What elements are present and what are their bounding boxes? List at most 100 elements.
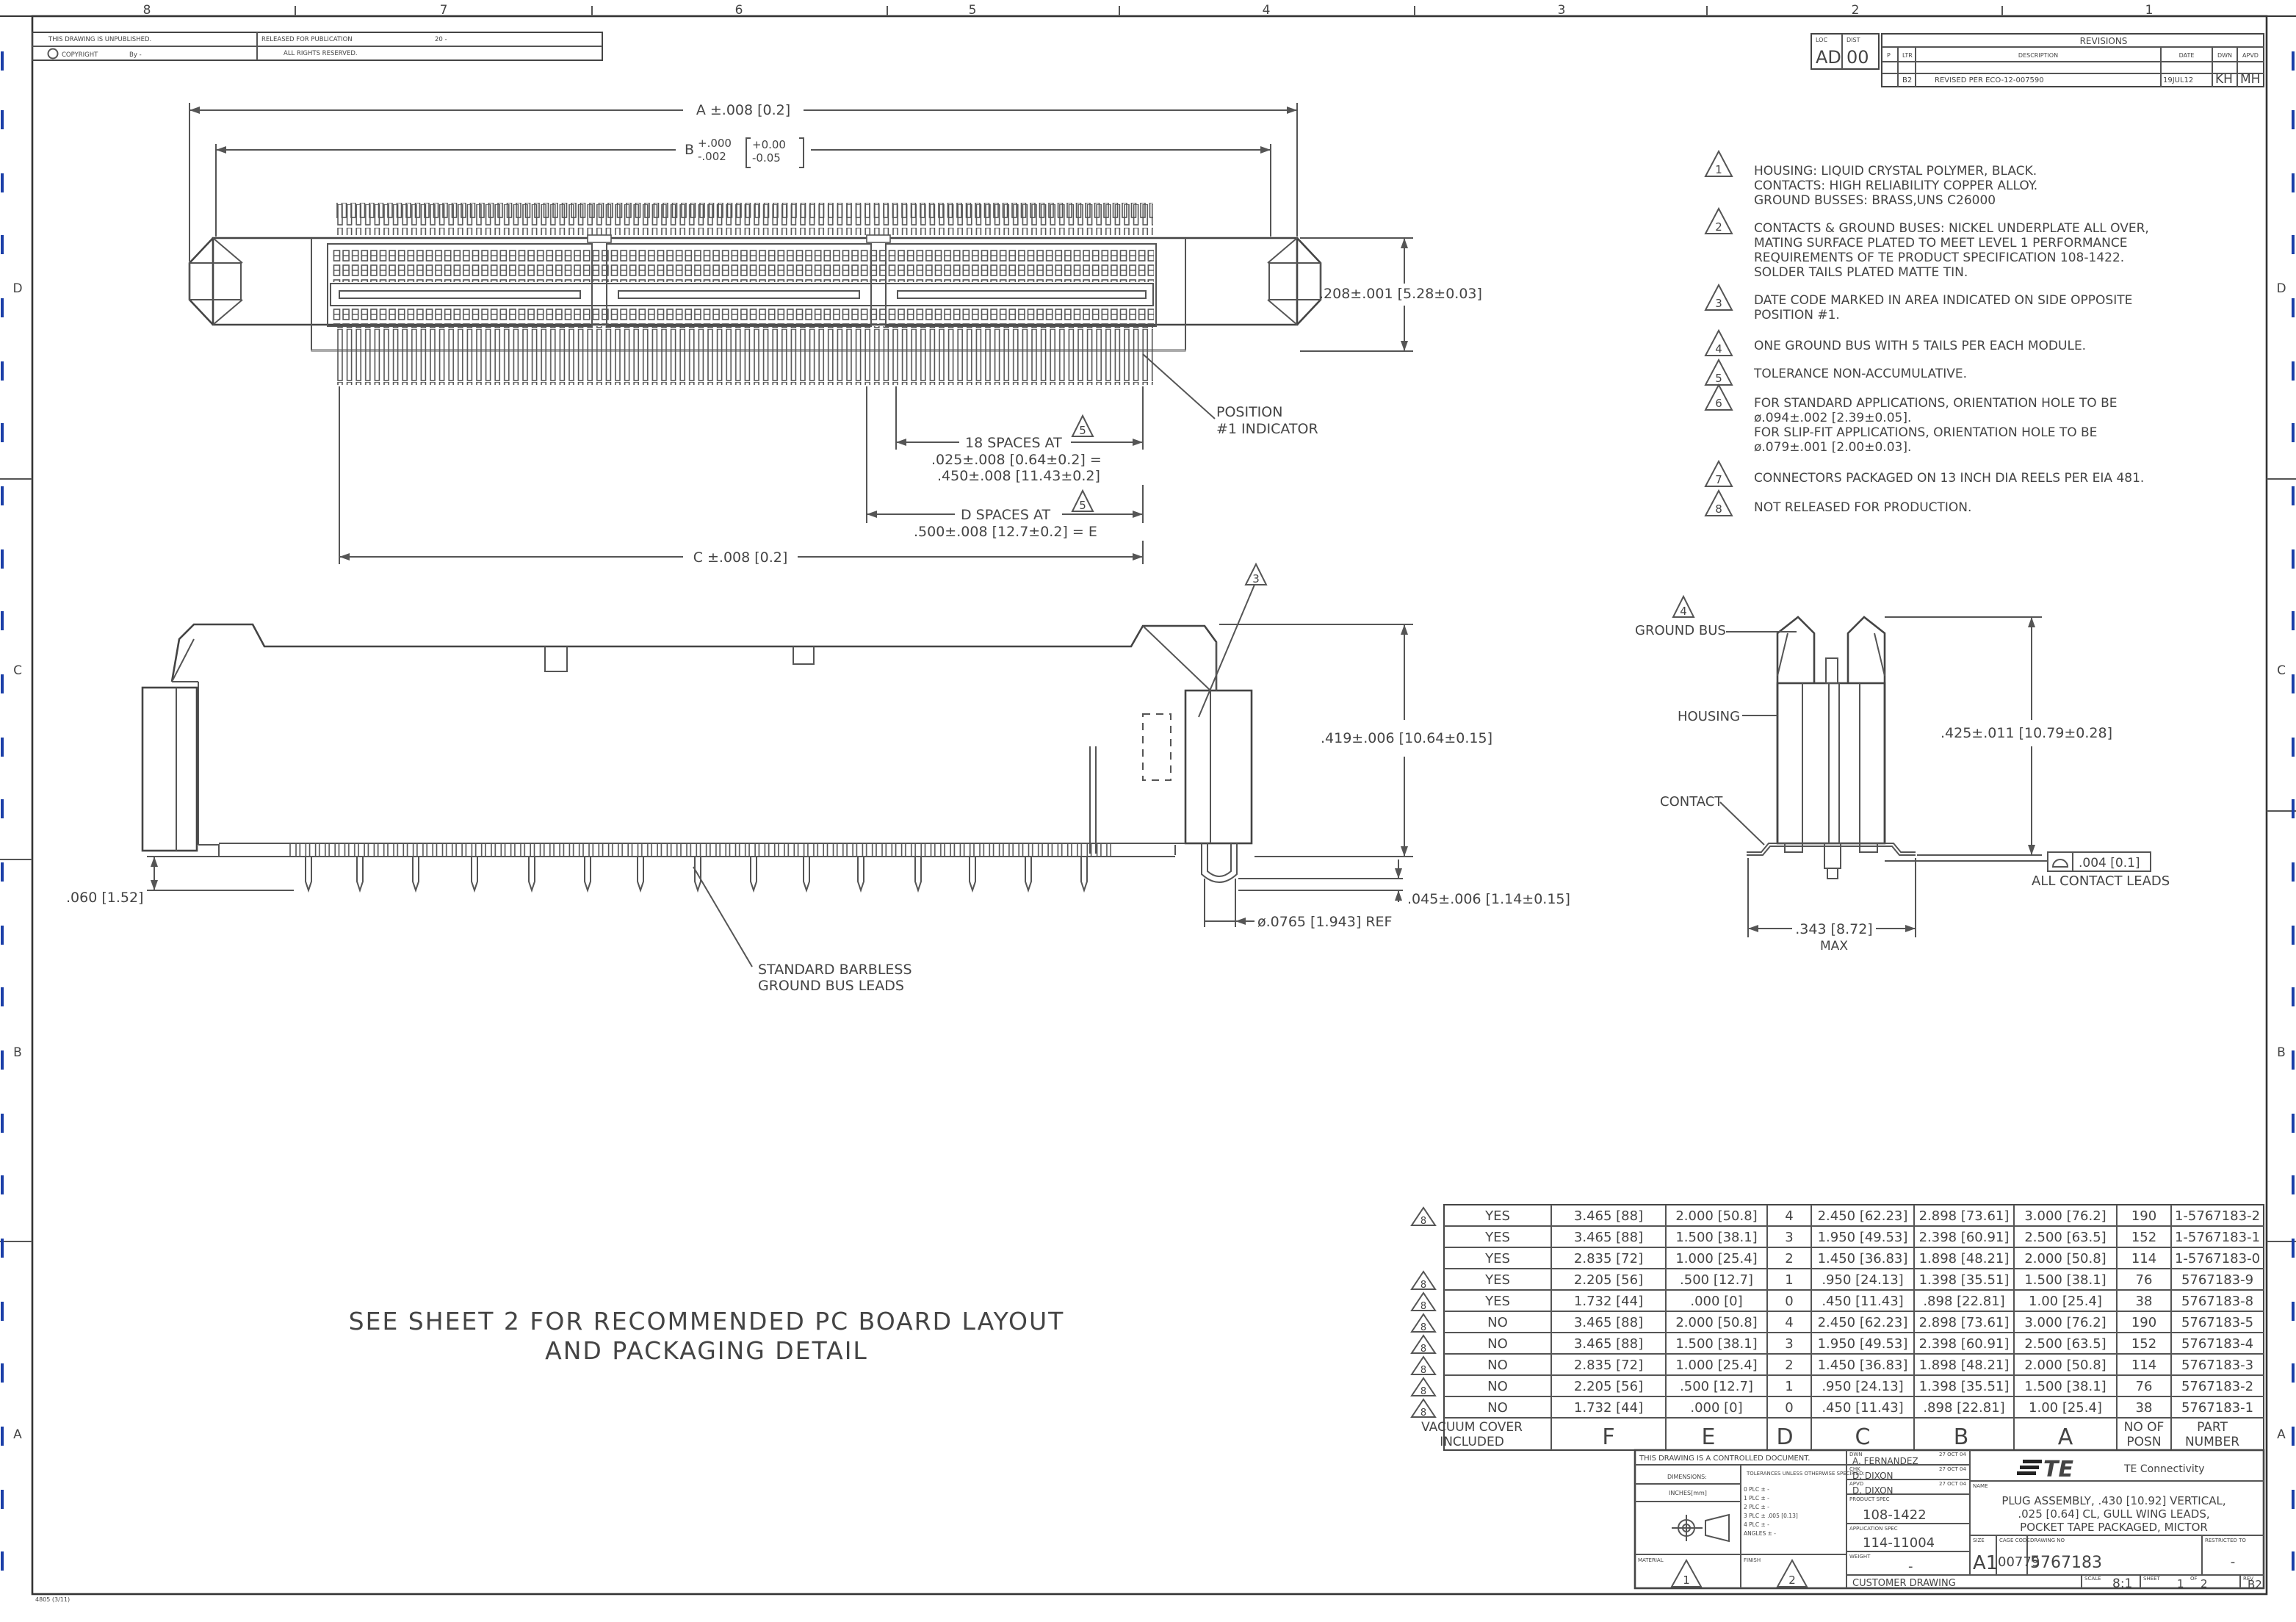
- notes-block: 1 HOUSING: LIQUID CRYSTAL POLYMER, BLACK…: [1704, 149, 2149, 516]
- table-cell-d: 3: [1785, 1230, 1793, 1245]
- top-view-dimensions: A ±.008 [0.2] B +.000 -.002 +0.00 -0.05 …: [189, 102, 1482, 566]
- spaces-18-label: 18 SPACES AT: [965, 435, 1062, 451]
- dim-lead-offset: .060 [1.52]: [66, 890, 143, 906]
- dim-lead-045: .045±.006 [1.14±0.15]: [1407, 891, 1570, 907]
- table-cell-posn: 114: [2131, 1358, 2156, 1373]
- bottom-pin-row: [336, 326, 1153, 385]
- sheet-border: [0, 6, 2296, 1596]
- table-cell-a: 3.000 [76.2]: [2024, 1208, 2106, 1224]
- side-view: [141, 623, 1253, 893]
- dwn-label: DWN: [1849, 1452, 1863, 1457]
- rev-apvd: MH: [2240, 72, 2260, 87]
- label-contact: CONTACT: [1660, 794, 1723, 810]
- table-cell-pn: 1-5767183-1: [2175, 1230, 2260, 1245]
- table-cell-posn: 38: [2136, 1400, 2153, 1416]
- tolerances-label: TOLERANCES UNLESS OTHERWISE SPECIFIED:: [1746, 1471, 1865, 1477]
- row-flag-8: 8: [1410, 1334, 1437, 1355]
- tol-line-2: 1 PLC ± -: [1744, 1495, 1769, 1502]
- scale-label: SCALE: [2084, 1576, 2101, 1582]
- restricted-value: -: [2231, 1554, 2236, 1570]
- dim-peg: ø.0765 [1.943] REF: [1257, 914, 1392, 930]
- chk-name: D. DIXON: [1852, 1471, 1894, 1481]
- zone-row-a-left: A: [13, 1427, 22, 1442]
- hdr-c: C: [1855, 1424, 1871, 1450]
- dimensions-label: DIMENSIONS:: [1667, 1474, 1707, 1480]
- svg-text:TOLERANCE NON-ACCUMULATIVE.: TOLERANCE NON-ACCUMULATIVE.: [1753, 367, 1967, 381]
- svg-text:GROUND BUSSES: BRASS,UNS C2600: GROUND BUSSES: BRASS,UNS C26000: [1754, 193, 1996, 208]
- svg-text:6: 6: [1715, 397, 1722, 410]
- hdr-e: E: [1702, 1424, 1716, 1450]
- dist-label: DIST: [1846, 37, 1860, 43]
- position-1-line2: #1 INDICATOR: [1216, 421, 1318, 437]
- svg-text:1: 1: [1715, 163, 1722, 176]
- revisions-title: REVISIONS: [2080, 36, 2128, 46]
- svg-text:CONTACTS: HIGH RELIABILITY COP: CONTACTS: HIGH RELIABILITY COPPER ALLOY.: [1754, 179, 2037, 193]
- apvd-date: 27 OCT 04: [1939, 1481, 1966, 1487]
- svg-text:SEE SHEET 2 FOR RECOMMENDED PC: SEE SHEET 2 FOR RECOMMENDED PC BOARD LAY…: [349, 1307, 1065, 1336]
- row-flag-8: 8: [1410, 1398, 1437, 1419]
- released-year: 20 -: [435, 36, 447, 43]
- table-cell-d: 0: [1785, 1294, 1793, 1309]
- table-cell-d: 4: [1785, 1315, 1793, 1330]
- zone-row-c-right: C: [2277, 663, 2286, 678]
- table-cell-c: .450 [11.43]: [1822, 1400, 1903, 1416]
- hdr-vacuum-2: INCLUDED: [1440, 1435, 1504, 1449]
- svg-text:POSITION #1.: POSITION #1.: [1754, 308, 1840, 322]
- finish-label: FINISH: [1744, 1557, 1761, 1563]
- table-cell-vac: NO: [1487, 1336, 1508, 1352]
- hdr-vacuum-1: VACUUM COVER: [1421, 1420, 1523, 1435]
- rev-date: 19JUL12: [2163, 76, 2193, 84]
- svg-text:TE: TE: [2043, 1457, 2073, 1482]
- table-cell-vac: NO: [1487, 1358, 1508, 1373]
- hdr-d: D: [1776, 1424, 1793, 1450]
- copyright-by: By -: [129, 51, 142, 59]
- table-cell-f: 2.835 [72]: [1574, 1358, 1643, 1373]
- zone-col-4: 4: [1263, 3, 1271, 18]
- weight-label: WEIGHT: [1849, 1554, 1871, 1560]
- svg-text:ø.079±.001 [2.00±0.03].: ø.079±.001 [2.00±0.03].: [1754, 440, 1911, 455]
- note-3: 3 DATE CODE MARKED IN AREA INDICATED ON …: [1704, 283, 2132, 322]
- weight-value: -: [1908, 1559, 1913, 1574]
- table-cell-a: 1.00 [25.4]: [2029, 1294, 2102, 1309]
- product-spec: 108-1422: [1863, 1507, 1927, 1523]
- table-cell-f: 2.205 [56]: [1574, 1379, 1643, 1394]
- table-cell-pn: 1-5767183-0: [2175, 1251, 2260, 1266]
- table-cell-d: 1: [1785, 1272, 1793, 1288]
- table-cell-vac: YES: [1484, 1294, 1510, 1309]
- svg-text:8: 8: [1715, 502, 1722, 516]
- title-flag-2: 2: [1776, 1558, 1808, 1587]
- table-cell-f: 1.732 [44]: [1574, 1294, 1643, 1309]
- dim-b-prefix: B: [685, 142, 694, 158]
- table-cell-vac: YES: [1484, 1230, 1510, 1245]
- position-1-line1: POSITION: [1216, 404, 1282, 420]
- table-cell-e: .000 [0]: [1690, 1400, 1742, 1416]
- dim-b-mm-minus: -0.05: [752, 151, 781, 165]
- table-cell-e: 2.000 [50.8]: [1675, 1315, 1757, 1330]
- table-cell-b: 1.398 [35.51]: [1919, 1272, 2010, 1288]
- svg-text:2: 2: [1788, 1574, 1796, 1587]
- svg-text:4: 4: [1680, 605, 1687, 618]
- dim-height-top: .208±.001 [5.28±0.03]: [1319, 286, 1482, 302]
- rev-col-apvd: APVD: [2242, 52, 2259, 59]
- svg-text:REQUIREMENTS OF TE PRODUCT SPE: REQUIREMENTS OF TE PRODUCT SPECIFICATION…: [1754, 250, 2124, 265]
- table-cell-posn: 114: [2131, 1251, 2156, 1266]
- spaces-18-pitch: .025±.008 [0.64±0.2] =: [931, 452, 1102, 468]
- released-note: RELEASED FOR PUBLICATION: [261, 36, 353, 43]
- dim-max-width: .343 [8.72]: [1795, 921, 1872, 937]
- table-cell-pn: 5767183-2: [2181, 1379, 2253, 1394]
- svg-text:SOLDER TAILS PLATED MATTE TIN.: SOLDER TAILS PLATED MATTE TIN.: [1754, 265, 1968, 280]
- hdr-posn-2: POSN: [2126, 1435, 2161, 1449]
- revision-block: LOC DIST AD 00 REVISIONS P LTR DESCRIPTI…: [1811, 33, 2264, 87]
- table-cell-f: 1.732 [44]: [1574, 1400, 1643, 1416]
- table-cell-vac: YES: [1484, 1208, 1510, 1224]
- table-cell-posn: 38: [2136, 1294, 2153, 1309]
- table-cell-d: 2: [1785, 1251, 1793, 1266]
- svg-text:FOR STANDARD APPLICATIONS, ORI: FOR STANDARD APPLICATIONS, ORIENTATION H…: [1754, 396, 2118, 411]
- flag-5-b: 5: [1071, 489, 1094, 512]
- table-cell-pn: 5767183-3: [2181, 1358, 2253, 1373]
- dist-value: 00: [1846, 47, 1869, 68]
- zone-row-b-right: B: [2277, 1045, 2286, 1060]
- dim-a: A ±.008 [0.2]: [696, 102, 790, 118]
